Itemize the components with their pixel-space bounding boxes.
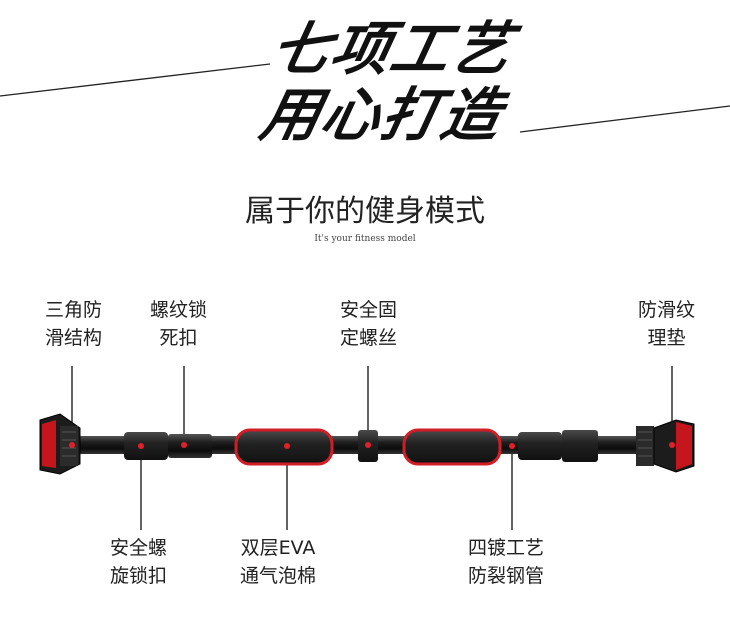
callout-eva-foam: 双层EVA 通气泡棉 (240, 537, 317, 587)
left-end-cap (39, 413, 81, 475)
callout-anti-slip-pad: 防滑纹 理垫 (638, 299, 696, 349)
subtitle: 属于你的健身模式 (245, 194, 485, 229)
subtitle-english: It's your fitness model (314, 234, 416, 244)
callout-safety-screw: 安全固 定螺丝 (340, 299, 398, 349)
callout-safety-spiral-lock: 安全螺 旋锁扣 (110, 537, 168, 587)
thread-lock-left (124, 432, 168, 460)
callout-thread-lock: 螺纹锁 死扣 (150, 299, 208, 349)
right-end-cap (636, 419, 695, 473)
thread-lock-right-ring (562, 430, 598, 462)
header-divider-right (519, 105, 730, 133)
callout-triangle-anti-slip: 三角防 滑结构 (45, 299, 103, 349)
thread-lock-right (518, 432, 562, 460)
marker-dots (69, 442, 675, 449)
header-divider-left (0, 63, 271, 97)
foam-grip-right (402, 428, 502, 466)
foam-grip-left (234, 428, 334, 466)
callout-steel-tube: 四镀工艺 防裂钢管 (468, 537, 545, 587)
thread-lock-ring (168, 434, 212, 458)
